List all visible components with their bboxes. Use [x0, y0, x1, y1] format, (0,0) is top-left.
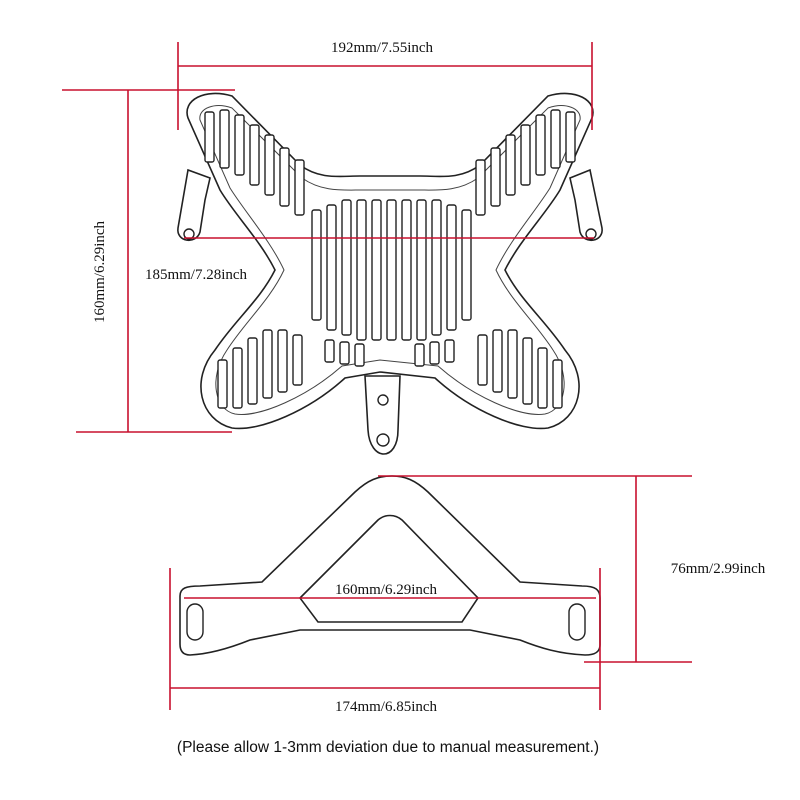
left-mount-hole [183, 228, 195, 240]
label-top-width: 192mm/7.55inch [331, 40, 434, 56]
right-mount-hole [585, 228, 597, 240]
measurement-note: (Please allow 1-3mm deviation due to man… [177, 739, 599, 756]
mounting-bracket [179, 475, 601, 656]
dimension-lines [62, 42, 692, 710]
label-bracket-inner-width: 160mm/6.29inch [335, 582, 438, 598]
bracket-left-slot [186, 603, 204, 641]
upper-left-slots [204, 109, 305, 216]
upper-right-slots [475, 109, 576, 216]
center-slots [311, 199, 472, 341]
bottom-mount-hole-lower [376, 433, 390, 447]
label-top-height: 160mm/6.29inch [92, 220, 108, 323]
lower-left-slots [217, 329, 303, 409]
headlight-grille [177, 92, 603, 455]
label-top-mount-width: 185mm/7.28inch [145, 267, 248, 283]
right-mount-tab [569, 168, 603, 241]
bracket-right-slot [568, 603, 586, 641]
label-bracket-width: 174mm/6.85inch [335, 699, 438, 715]
bottom-mount-hole-upper [377, 394, 389, 406]
bracket-cutout [298, 514, 480, 623]
left-mount-tab [177, 168, 211, 241]
lower-center-slots [324, 339, 455, 367]
grille-inner-edge [199, 105, 581, 415]
bottom-mount-tab [364, 375, 401, 455]
label-bracket-height: 76mm/2.99inch [671, 561, 766, 577]
lower-right-slots [477, 329, 563, 409]
